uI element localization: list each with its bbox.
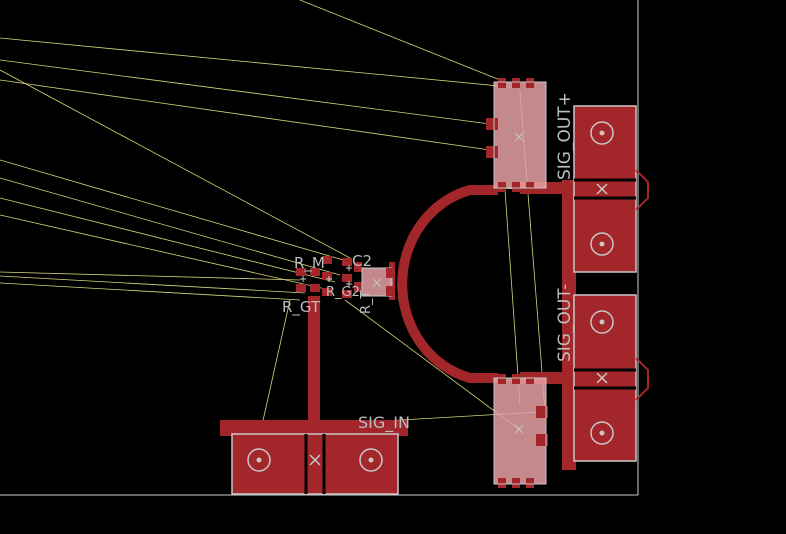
label-r-g2: R_G2: [326, 285, 360, 300]
label-c2: C2: [352, 252, 372, 270]
cross-icon: [514, 132, 524, 142]
cross-icon: [596, 372, 608, 384]
component-lower-ic[interactable]: [493, 374, 548, 488]
cross-icon: [309, 454, 321, 466]
ratsnest-lines: [0, 0, 566, 431]
cross-icon: [372, 278, 382, 288]
copper-traces: [220, 180, 576, 470]
label-sig-out-minus: SIG_OUT-: [555, 284, 575, 362]
label-r-t: R_T: [359, 290, 374, 314]
cross-icon: [514, 424, 524, 434]
component-upper-ic[interactable]: [486, 78, 547, 192]
label-r-m: R_M: [294, 254, 325, 273]
connector-sig-out-plus[interactable]: [573, 105, 649, 273]
connector-sig-out-minus[interactable]: [573, 294, 649, 462]
label-r-gt: R_GT: [282, 298, 321, 317]
smd-resistor-cluster[interactable]: [296, 256, 394, 298]
label-sig-out-plus: SIG_OUT+: [555, 92, 575, 180]
cross-icon: [596, 183, 608, 195]
connector-sig-in[interactable]: [231, 433, 399, 495]
board-outline: [0, 0, 639, 496]
label-sig-in: SIG_IN: [358, 413, 410, 433]
